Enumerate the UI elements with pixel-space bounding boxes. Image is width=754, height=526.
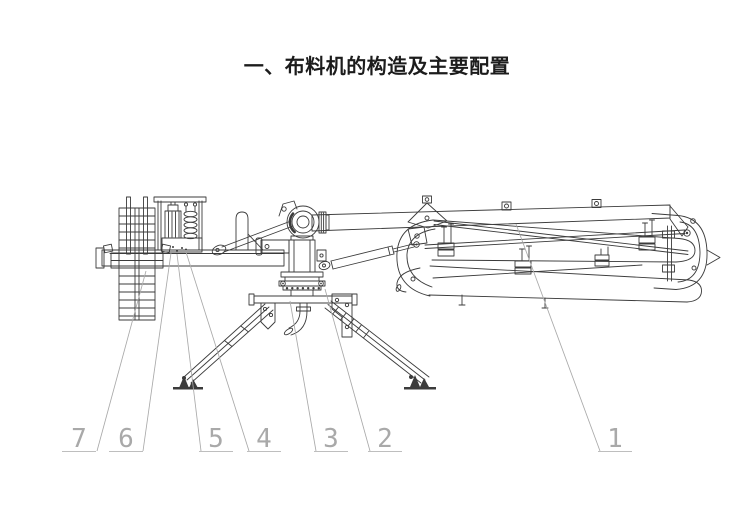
callout-5-leader xyxy=(176,253,202,452)
callout-2-number: 2 xyxy=(377,424,393,454)
section-heading: 一、布料机的构造及主要配置 xyxy=(243,56,511,78)
callout-5-number: 5 xyxy=(208,424,224,454)
boom-arm-2 xyxy=(395,219,696,297)
callout-7-number: 7 xyxy=(71,424,87,454)
pipe-clamps xyxy=(437,219,656,275)
boom-linkage-rods xyxy=(424,220,689,255)
callout-6-number: 6 xyxy=(118,424,134,454)
callout-1-number: 1 xyxy=(607,424,623,454)
boom-arm-1 xyxy=(311,195,691,237)
counterweight-ladder xyxy=(103,196,171,321)
callout-7-leader xyxy=(96,270,147,452)
support-base-and-legs xyxy=(173,293,436,390)
callouts: 7 6 5 4 3 2 1 xyxy=(62,223,632,454)
callout-4-number: 4 xyxy=(256,424,272,454)
callout-1-leader xyxy=(515,223,601,452)
boom-arm-3 xyxy=(428,264,702,309)
arm-post-and-tie-rod xyxy=(211,211,294,256)
pump-unit xyxy=(153,196,207,253)
luffing-cylinder xyxy=(318,226,428,271)
callout-3-number: 3 xyxy=(323,424,339,454)
turret xyxy=(255,200,330,297)
callout-6-leader xyxy=(142,252,172,452)
callout-3-leader xyxy=(289,300,317,452)
callout-2-leader xyxy=(324,288,371,452)
callout-4-leader xyxy=(185,251,250,452)
boom-right-end xyxy=(651,213,721,290)
